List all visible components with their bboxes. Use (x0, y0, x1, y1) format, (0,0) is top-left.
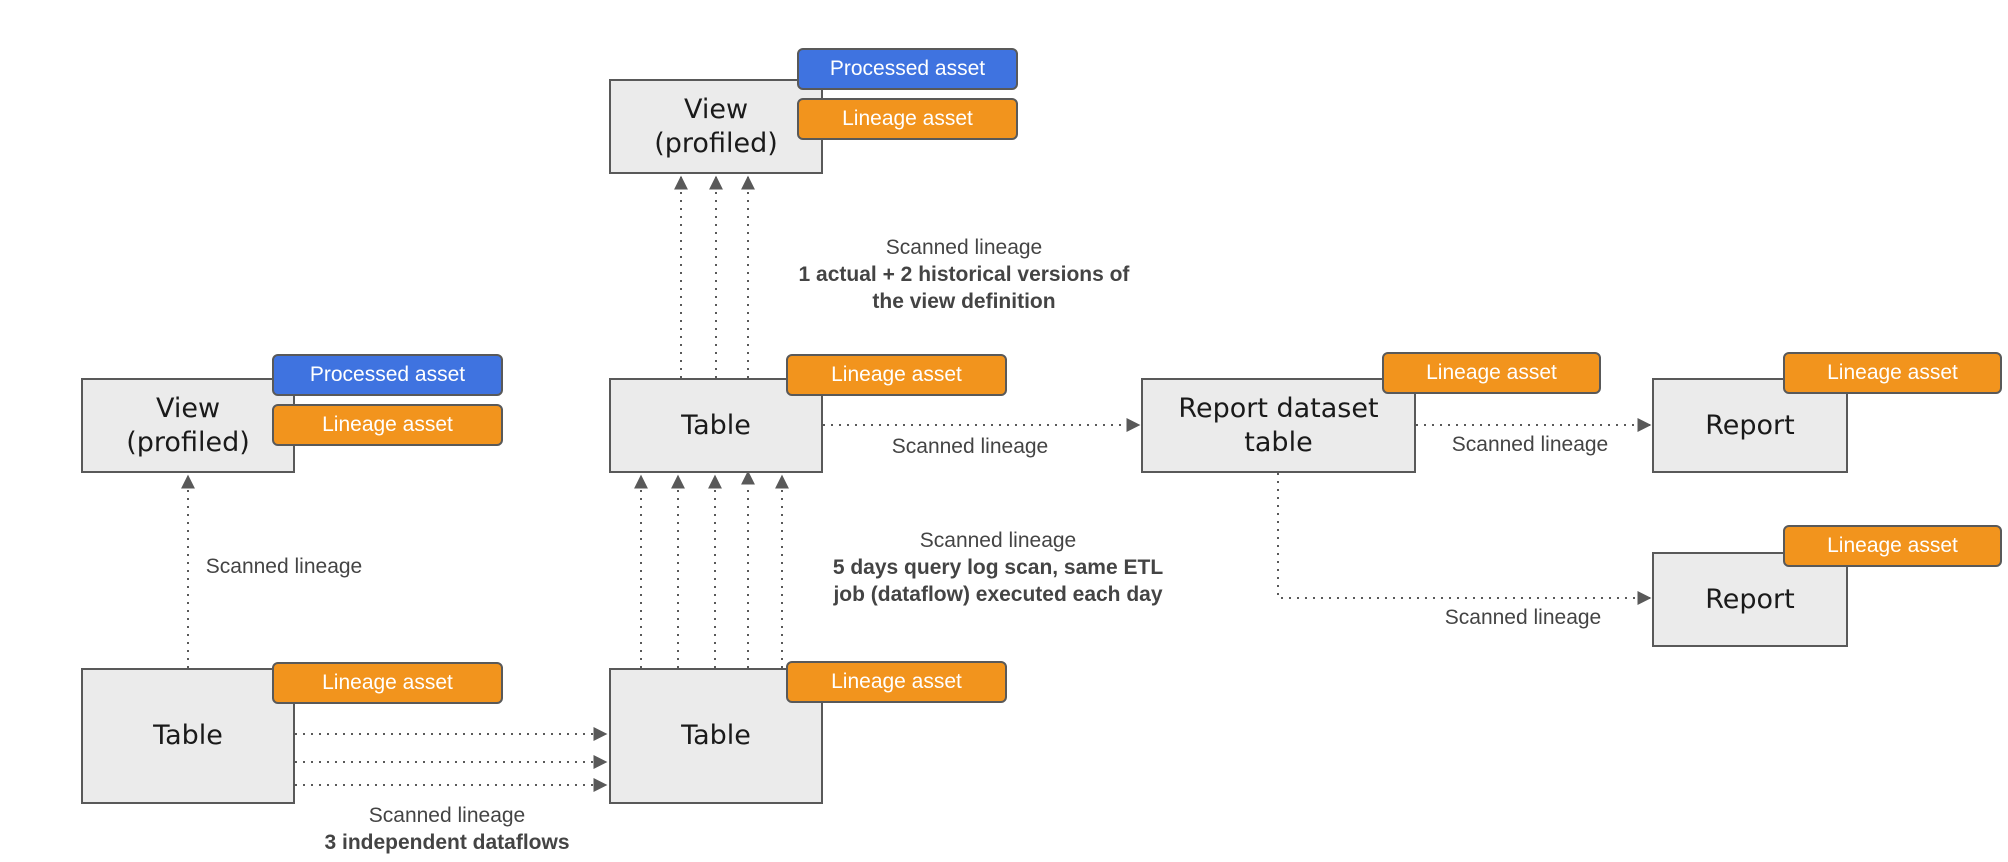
view-profiled-node-top: View (profiled) (609, 79, 823, 174)
edge-label-dataset-to-report-bottom: Scanned lineage (1444, 606, 1602, 629)
view-profiled-node-left-label: View (profiled) (126, 392, 250, 458)
view-profiled-node-top-label: View (profiled) (654, 93, 778, 159)
lineage-asset-badge-left: Lineage asset (272, 404, 503, 446)
edge-label-table-to-view-left: Scanned lineage (205, 555, 363, 578)
edge-label-dataflows-title: Scanned lineage (368, 804, 526, 827)
lineage-asset-badge-report-top: Lineage asset (1783, 352, 2002, 394)
processed-asset-badge-top: Processed asset (797, 48, 1018, 90)
edge-label-query-log: Scanned lineage 5 days query log scan, s… (808, 527, 1188, 608)
edge-label-dataflows: Scanned lineage 3 independent dataflows (297, 802, 597, 856)
report-node-bottom-label: Report (1705, 583, 1795, 615)
edge-dataset-to-report-bottom (1277, 473, 1652, 605)
report-dataset-table-node: Report dataset table (1141, 378, 1416, 473)
lineage-asset-badge-center-table: Lineage asset (786, 354, 1007, 396)
edge-label-dataset-to-report-top: Scanned lineage (1451, 433, 1609, 456)
edge-label-view-versions-detail: 1 actual + 2 historical versions of the … (798, 263, 1130, 313)
edge-label-view-versions-title: Scanned lineage (885, 236, 1043, 259)
view-profiled-node-left: View (profiled) (81, 378, 295, 473)
lineage-asset-badge-bottom-left: Lineage asset (272, 662, 503, 704)
report-dataset-table-node-label: Report dataset table (1178, 392, 1379, 458)
processed-asset-badge-left: Processed asset (272, 354, 503, 396)
edge-label-query-log-detail: 5 days query log scan, same ETL job (dat… (832, 556, 1164, 606)
table-node-bottom-center-label: Table (681, 720, 751, 752)
lineage-asset-badge-bottom-center: Lineage asset (786, 661, 1007, 703)
report-node-bottom: Report (1652, 552, 1848, 647)
edge-label-dataflows-detail: 3 independent dataflows (324, 831, 570, 854)
table-node-bottom-left-label: Table (153, 720, 223, 752)
table-node-bottom-left: Table (81, 668, 295, 804)
edge-label-view-versions: Scanned lineage 1 actual + 2 historical … (774, 234, 1154, 315)
lineage-asset-badge-report-dataset: Lineage asset (1382, 352, 1601, 394)
lineage-asset-badge-report-bottom: Lineage asset (1783, 525, 2002, 567)
table-node-center-label: Table (681, 409, 751, 441)
edge-label-query-log-title: Scanned lineage (919, 529, 1077, 552)
report-node-top-label: Report (1705, 409, 1795, 441)
lineage-asset-badge-top: Lineage asset (797, 98, 1018, 140)
edge-label-table-to-report-dataset: Scanned lineage (891, 435, 1049, 458)
